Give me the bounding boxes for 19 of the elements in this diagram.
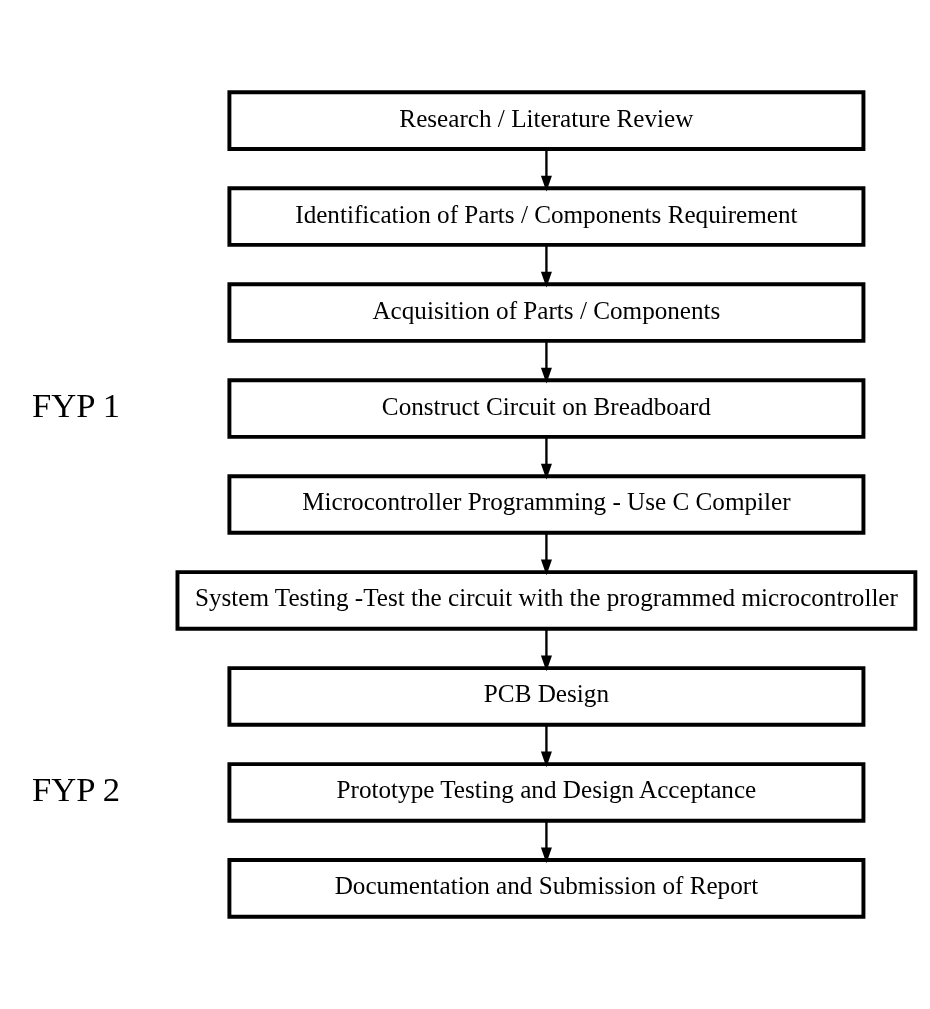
node-box: Research / Literature Review xyxy=(227,90,866,151)
arrow xyxy=(540,820,552,864)
arrow xyxy=(540,628,552,672)
label: FYP 2 xyxy=(31,770,121,809)
arrow xyxy=(540,341,552,384)
node-box: System Testing -Test the circuit with the programmed microcontroller xyxy=(175,570,918,631)
node-box: Prototype Testing and Design Acceptance xyxy=(227,762,866,823)
arrow xyxy=(540,149,552,192)
arrow xyxy=(540,245,552,288)
node-box: PCB Design xyxy=(227,666,866,727)
arrow xyxy=(540,436,552,480)
node-box: Acquisition of Parts / Components xyxy=(227,282,866,343)
arrow xyxy=(540,724,552,768)
label: FYP 1 xyxy=(31,386,121,425)
node-box: Construct Circuit on Breadboard xyxy=(227,378,866,439)
node-box: Documentation and Submission of Report xyxy=(227,858,866,919)
node-box: Microcontroller Programming - Use C Compiler xyxy=(227,474,866,535)
node-box: Identification of Parts / Components Requirement xyxy=(227,186,866,247)
arrow xyxy=(540,532,552,576)
